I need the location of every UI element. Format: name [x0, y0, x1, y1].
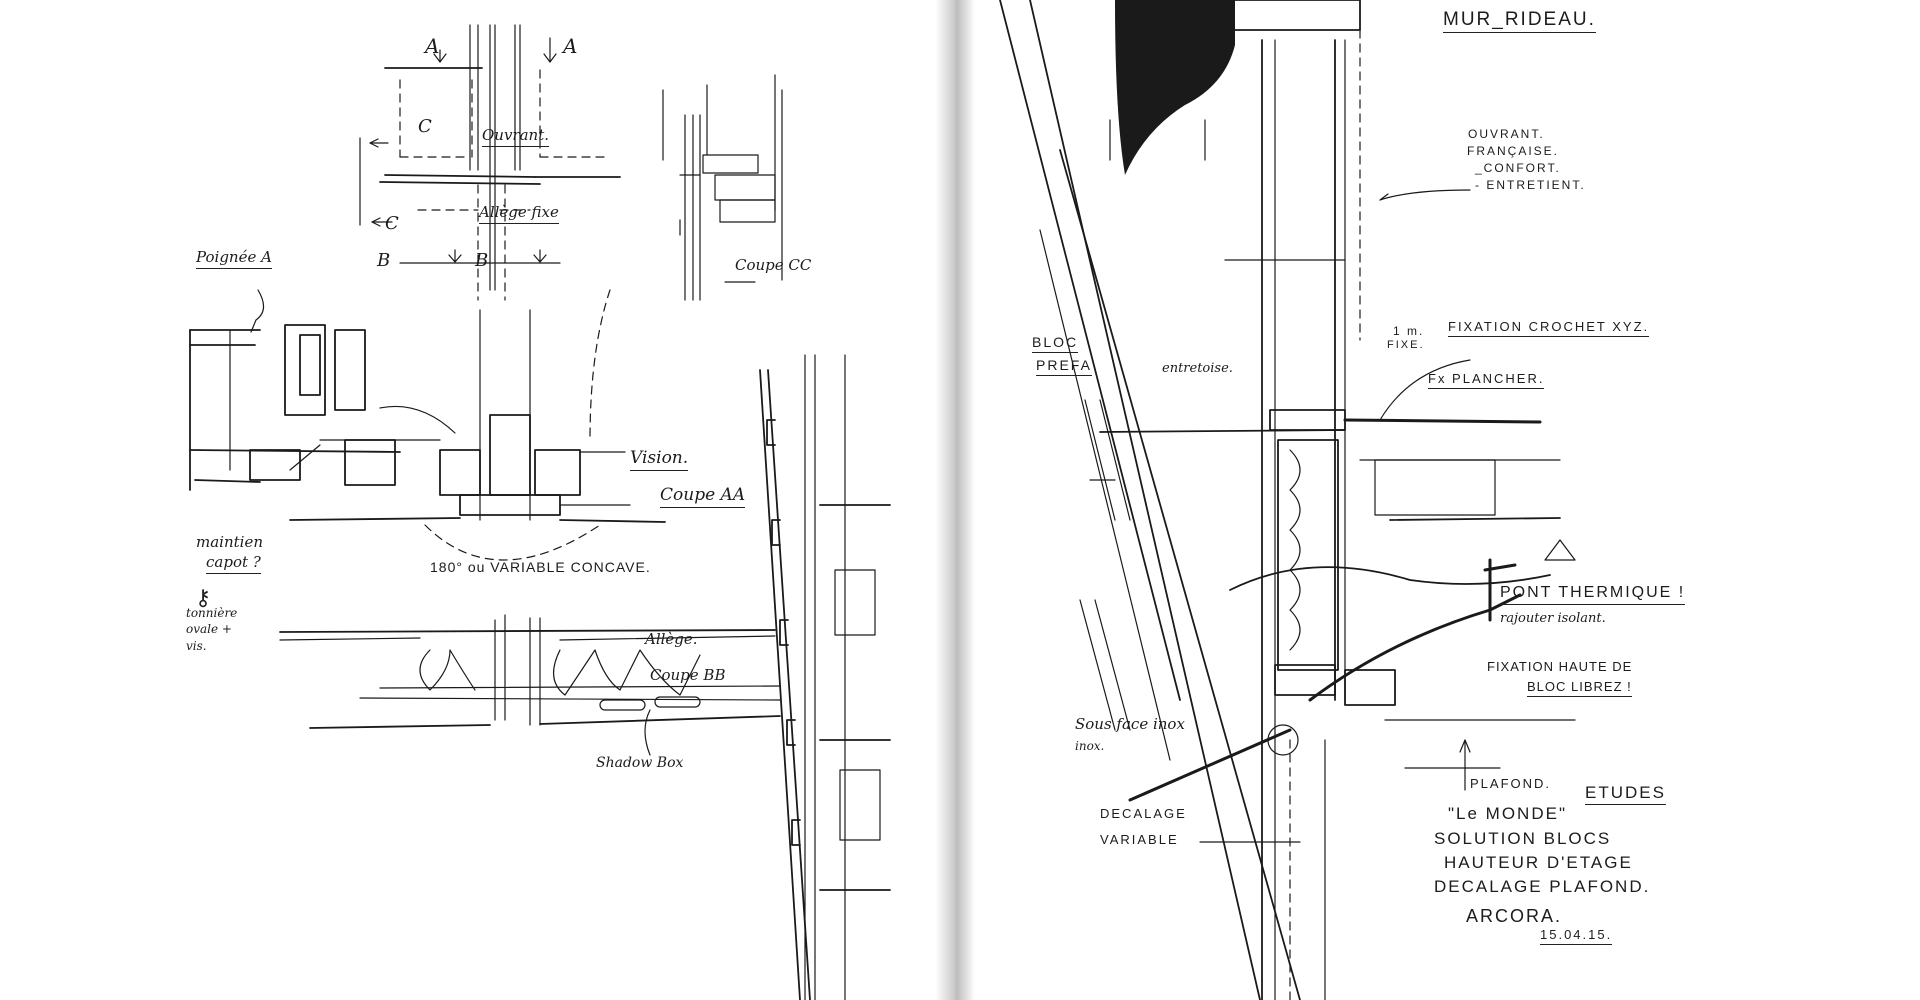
capot-label: capot ? — [206, 555, 261, 574]
coupe-aa-label: Coupe AA — [660, 487, 746, 508]
coupe-bb-detail — [279, 614, 781, 756]
concave-label: 180° ou VARIABLE CONCAVE. — [430, 559, 651, 575]
curtain-wall-section — [1099, 29, 1576, 1000]
vision-label: Vision. — [630, 450, 689, 471]
decalage-plafond-label: DECALAGE PLAFOND. — [1434, 877, 1651, 896]
ouvrant-list-item: - ENTRETIENT. — [1475, 178, 1586, 192]
maintien-label: maintien — [196, 533, 263, 551]
ouvrant-label: Ouvrant. — [482, 128, 550, 147]
section-c-top-label: C — [418, 116, 432, 137]
le-monde-label: "Le MONDE" — [1448, 804, 1567, 823]
solution-blocs-label: SOLUTION BLOCS — [1434, 829, 1612, 848]
section-b-left-label: B — [377, 250, 391, 271]
hauteur-etage-label: HAUTEUR D'ETAGE — [1444, 853, 1633, 872]
coupe-bb-label: Coupe BB — [650, 666, 726, 684]
section-c-bottom-label: C — [385, 213, 399, 234]
decalage-label: DECALAGE — [1100, 806, 1187, 821]
note-line: ovale + — [186, 622, 232, 636]
fixation-crochet-label: FIXATION CROCHET XYZ. — [1448, 320, 1650, 337]
allege-fixe-label: Allège fixe — [479, 205, 559, 224]
section-a-left-label: A — [425, 34, 440, 58]
variable-label: VARIABLE — [1100, 832, 1179, 847]
rajouter-isolant-label: rajouter isolant. — [1500, 611, 1606, 626]
coupe-aa-detail — [289, 289, 666, 561]
ouvrant-list-item: _CONFORT. — [1475, 161, 1561, 175]
plafond-label: PLAFOND. — [1470, 776, 1552, 791]
note-line: tonnière — [186, 606, 238, 620]
slab-hatched-section — [1115, 0, 1361, 175]
fixation-haute-label: FIXATION HAUTE DE — [1487, 659, 1633, 674]
fixe-label: FIXE. — [1387, 339, 1425, 351]
allege-label: Allège. — [645, 630, 698, 648]
facade-diagonal-panels — [999, 0, 1301, 1000]
prefa-label: PREFA — [1036, 358, 1092, 376]
key-icon: ⚷ — [195, 585, 212, 610]
etudes-label: ETUDES — [1585, 784, 1666, 805]
page-title: MUR_RIDEAU. — [1443, 10, 1596, 33]
coupe-cc-detail — [662, 74, 783, 301]
signature: ARCORA. — [1466, 906, 1563, 926]
fx-plancher-label: Fx PLANCHER. — [1428, 372, 1545, 389]
coupe-aa-plan — [189, 289, 456, 491]
ouvrant-list-item: OUVRANT. — [1468, 127, 1545, 141]
pont-thermique-label: PONT THERMIQUE ! — [1500, 585, 1686, 605]
section-b-right-label: B — [475, 250, 489, 271]
note-line: vis. — [186, 639, 207, 653]
inox-label: inox. — [1075, 739, 1105, 753]
ouvrant-list-item: FRANÇAISE. — [1467, 144, 1560, 158]
entretoise-label: entretoise. — [1162, 361, 1233, 376]
book-spine — [935, 0, 975, 1000]
coupe-cc-label: Coupe CC — [735, 256, 812, 274]
sous-face-label: Sous face inox — [1075, 715, 1185, 733]
section-a-right-label: A — [563, 34, 578, 58]
poignee-label: Poignée A — [196, 250, 272, 269]
elevation-detail — [359, 24, 621, 301]
shadow-box-label: Shadow Box — [596, 755, 684, 771]
one-meter-label: 1 m. — [1393, 324, 1425, 338]
vertical-strip-detail — [759, 354, 891, 1000]
bloc-librez-label: BLOC LIBREZ ! — [1527, 680, 1632, 697]
bloc-label: BLOC — [1032, 335, 1079, 353]
date-label: 15.04.15. — [1540, 928, 1613, 945]
